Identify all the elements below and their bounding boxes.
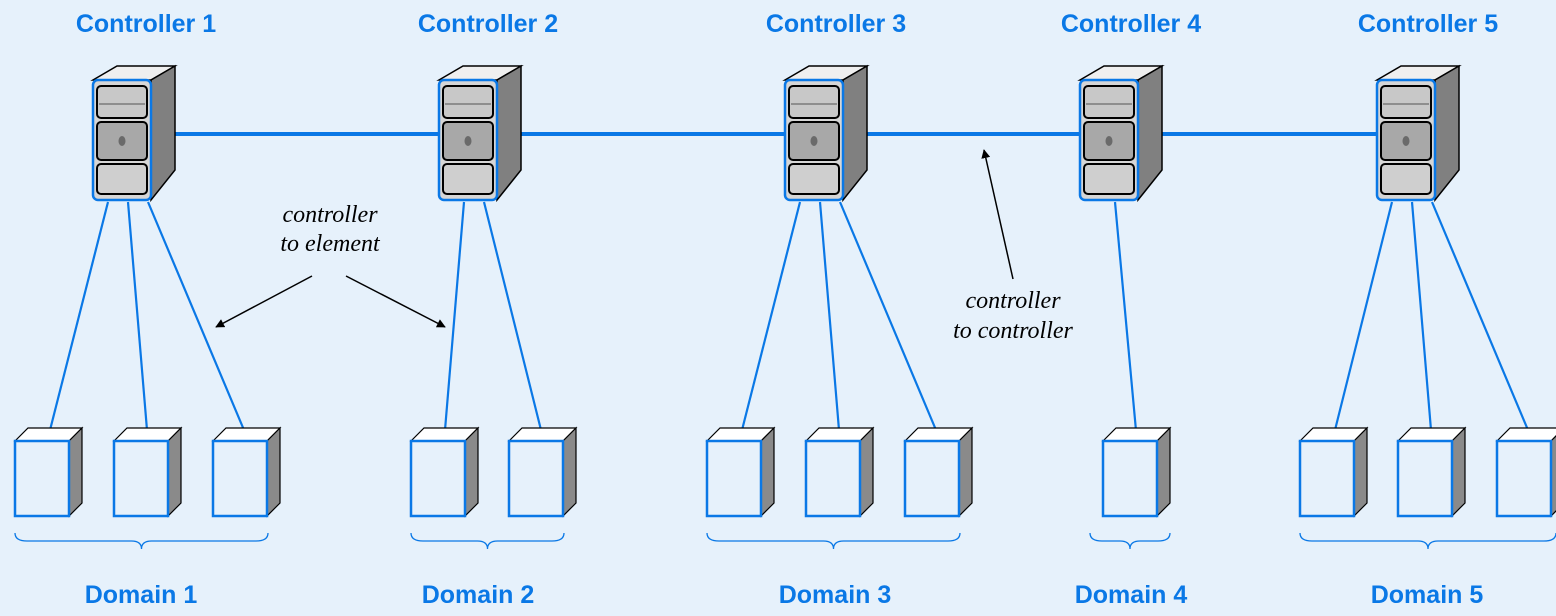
server-tower-icon [436,64,524,203]
domain-2-title: Domain 2 [422,581,535,609]
network-element-box-icon [1396,426,1467,518]
element-link-1-3 [146,201,248,437]
controller-to-element-label-line2: to element [280,231,381,257]
element-link-3-2 [818,201,841,437]
network-element-box-icon [13,426,84,518]
network-element-box-icon [112,426,183,518]
domain-3-brace [706,532,961,550]
controller-4-title: Controller 4 [1061,10,1201,38]
network-element-box-icon [804,426,875,518]
domain-2-brace [410,532,565,550]
controller-to-element-label-line1: controller [282,202,378,228]
element-link-5-3 [1430,201,1532,437]
server-tower-icon [90,64,178,203]
domain-braces [14,532,1556,550]
server-tower-icon [782,64,870,203]
element-link-5-1 [1332,201,1394,437]
domain-4-brace [1089,532,1171,550]
network-element-box-icon [409,426,480,518]
server-tower-icon [1374,64,1462,203]
domain-1-brace [14,532,269,550]
controller-to-controller-label-line1: controller [965,288,1061,314]
controller-element-links [47,201,1532,437]
network-element-box-icon [211,426,282,518]
controller-5-title: Controller 5 [1358,10,1498,38]
arrow-to-backbone-link [981,149,1014,280]
controller-2-title: Controller 2 [418,10,558,38]
element-link-1-2 [126,201,149,437]
network-element-box-icon [705,426,776,518]
arrow-to-domain-1-link [215,275,313,328]
domain-1-title: Domain 1 [85,581,198,609]
domain-5-title: Domain 5 [1371,581,1484,609]
element-link-3-3 [838,201,940,437]
domain-5-brace [1299,532,1556,550]
element-link-1-1 [47,201,110,437]
domain-3-title: Domain 3 [779,581,892,609]
network-element-box-icon [1495,427,1556,518]
controller-1-title: Controller 1 [76,10,216,38]
element-link-2-1 [443,201,466,437]
network-element-box-icon [903,426,974,518]
element-link-2-2 [482,201,544,437]
controller-3-title: Controller 3 [766,10,906,38]
network-element-box-icon [1298,426,1369,518]
server-tower-icon [1077,64,1165,203]
controller-to-controller-label-line2: to controller [953,318,1073,344]
element-link-4-1 [1113,201,1138,437]
network-element-box-icon [507,426,578,518]
element-link-3-1 [739,201,802,437]
controller-servers [90,64,1462,203]
network-elements [13,426,1556,518]
network-element-box-icon [1101,426,1172,518]
element-link-5-2 [1410,201,1433,437]
arrow-to-domain-2-link [345,275,446,328]
domain-4-title: Domain 4 [1075,581,1188,609]
